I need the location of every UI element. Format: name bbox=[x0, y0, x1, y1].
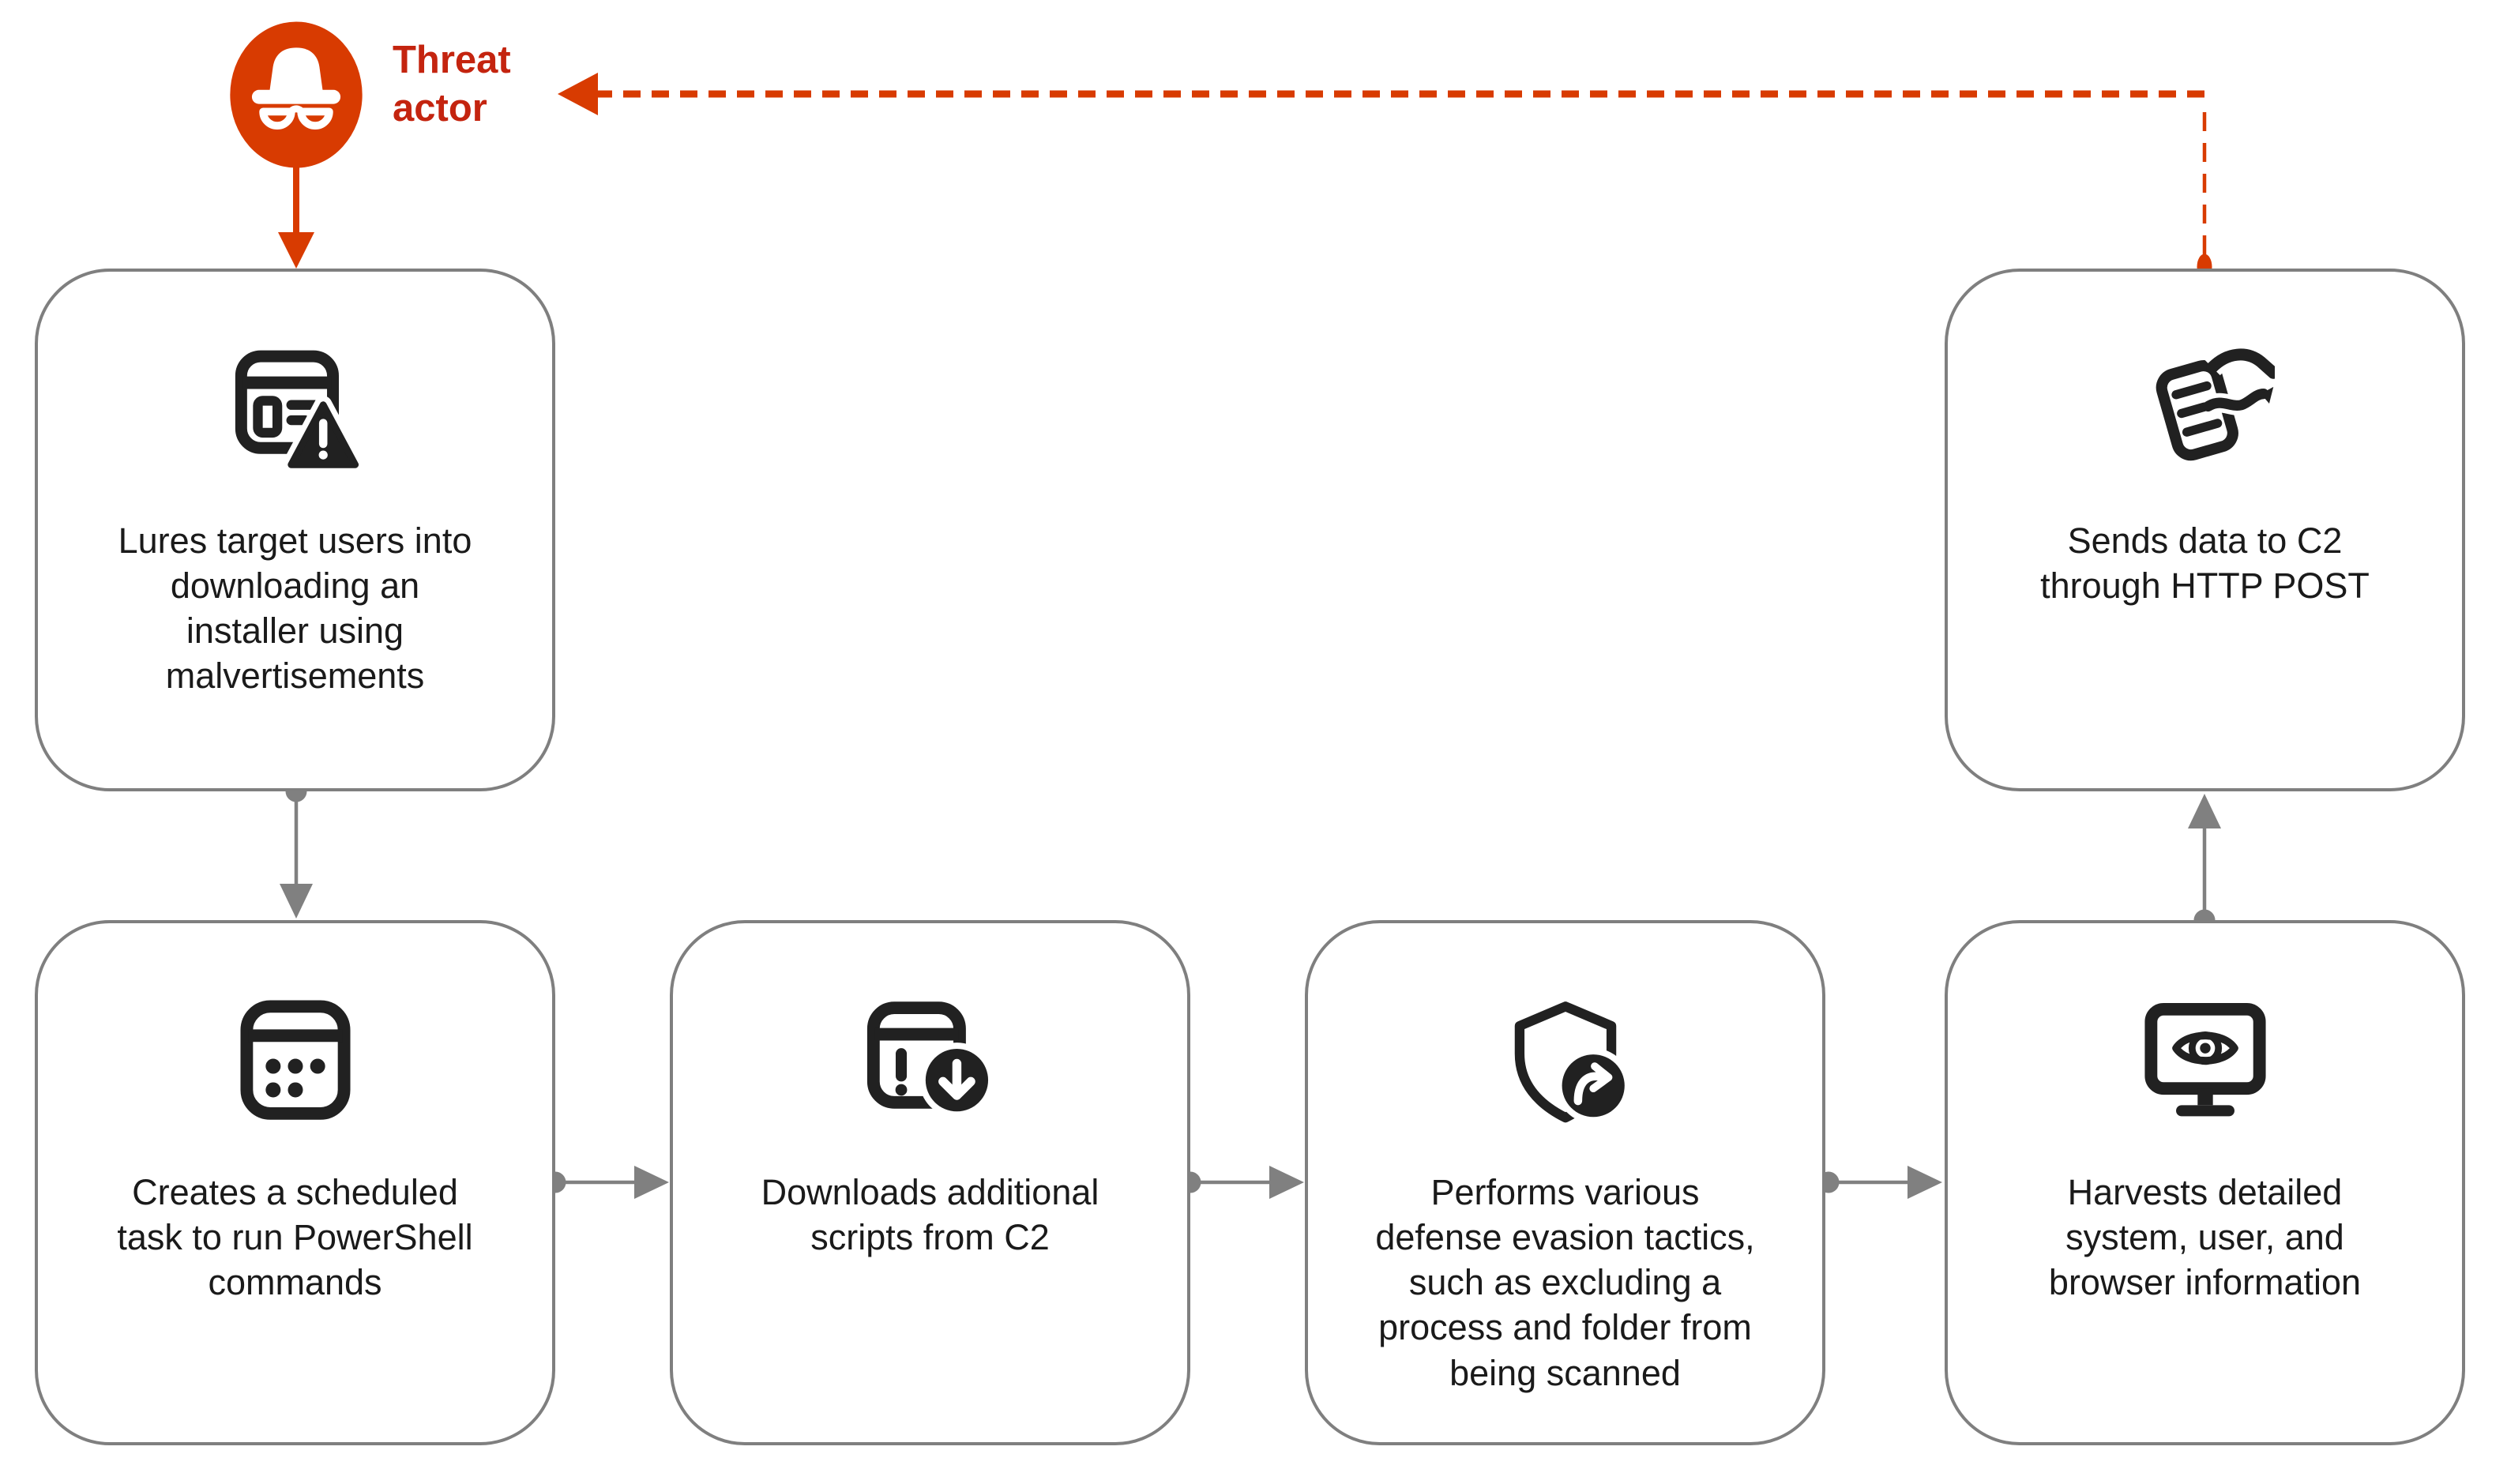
step-label-defense-evasion: Performs various defense evasion tactics… bbox=[1375, 1172, 1755, 1393]
step-label-harvest-info: Harvests detailed system, user, and brow… bbox=[2048, 1172, 2362, 1303]
step-card-lure: Lures target users into downloading an i… bbox=[35, 269, 555, 791]
step-label-download-scripts: Downloads additional scripts from C2 bbox=[761, 1172, 1099, 1258]
step-label-scheduled-task: Creates a scheduled task to run PowerShe… bbox=[117, 1172, 473, 1303]
step-card-scheduled-task: Creates a scheduled task to run PowerShe… bbox=[35, 920, 555, 1445]
threat-actor-label: Threat actor bbox=[393, 39, 511, 130]
connector-task-to-download bbox=[544, 1166, 669, 1199]
step-card-harvest-info: Harvests detailed system, user, and brow… bbox=[1945, 920, 2465, 1445]
step-label-exfiltration: Sends data to C2 through HTTP POST bbox=[2040, 520, 2370, 607]
arrowhead-right bbox=[1269, 1166, 1304, 1199]
arrowhead-down bbox=[280, 884, 313, 919]
step-label-lure: Lures target users into downloading an i… bbox=[118, 520, 472, 697]
connector-download-to-evasion bbox=[1179, 1166, 1304, 1199]
arrowhead-right bbox=[1908, 1166, 1942, 1199]
step-card-exfiltration: Sends data to C2 through HTTP POST bbox=[1945, 269, 2465, 791]
arrowhead-left bbox=[558, 73, 598, 115]
browser-warning-icon bbox=[235, 350, 364, 474]
monitor-eye-icon bbox=[2144, 1002, 2266, 1117]
connector-harvest-to-exfil bbox=[2188, 794, 2221, 931]
arrowhead-right bbox=[634, 1166, 669, 1199]
document-exfiltration-icon bbox=[2156, 343, 2275, 461]
threat-actor-avatar bbox=[226, 20, 366, 170]
shield-bypass-icon bbox=[1514, 1001, 1631, 1124]
connector-exfil-to-actor bbox=[558, 73, 2212, 280]
script-download-icon bbox=[866, 1001, 994, 1118]
connector-lure-to-task bbox=[280, 780, 313, 919]
scheduled-task-icon bbox=[239, 1000, 351, 1120]
arrowhead-down bbox=[278, 232, 314, 269]
connector-evasion-to-harvest bbox=[1817, 1166, 1942, 1199]
step-card-download-scripts: Downloads additional scripts from C2 bbox=[670, 920, 1190, 1445]
step-card-defense-evasion: Performs various defense evasion tactics… bbox=[1305, 920, 1825, 1445]
connector-actor-to-lure bbox=[278, 167, 314, 269]
threat-actor-incognito-icon bbox=[230, 21, 363, 168]
arrowhead-up bbox=[2188, 794, 2221, 828]
